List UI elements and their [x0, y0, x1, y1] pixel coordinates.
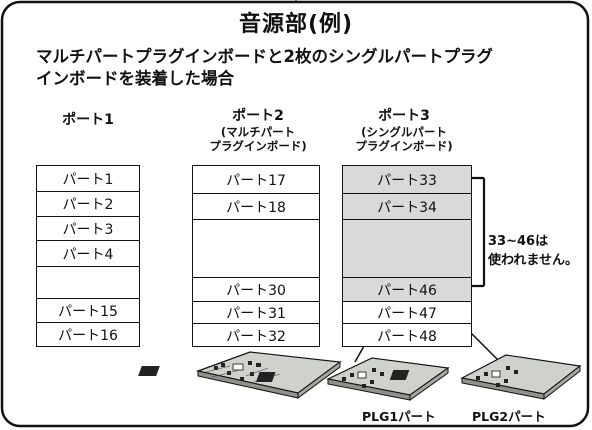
diagram-subtitle: マルチパートプラグインボードと2枚のシングルパートプラグ インボードを装着した場…	[36, 46, 493, 90]
port1-header: ポート1	[62, 112, 114, 128]
unused-parts-note: 33~46は 使われません。	[488, 232, 578, 270]
port1-cell: パート3	[37, 217, 139, 241]
port3-unused-cell: パート46	[343, 278, 471, 302]
port3-part-table: パート33 パート34 パート46 パート47 パート48	[342, 165, 472, 347]
port2-subtitle-line-2: プラグインボード)	[209, 139, 307, 153]
port1-cell: パート15	[37, 299, 139, 323]
port1-gap-cell	[37, 267, 139, 299]
port2-gap-cell	[193, 220, 319, 278]
port1-cell: パート1	[37, 166, 139, 192]
multipart-plugin-board-icon	[138, 351, 342, 399]
note-line-2: 使われません。	[488, 253, 578, 268]
port2-part-table: パート17 パート18 パート30 パート31 パート32	[192, 165, 320, 347]
plg2-caption: PLG2パート	[472, 409, 546, 424]
port1-part-table: パート1 パート2 パート3 パート4 パート15 パート16	[36, 165, 140, 347]
port1-cell: パート16	[58, 328, 118, 344]
subtitle-line-1: マルチパートプラグインボードと2枚のシングルパートプラグ	[36, 47, 493, 66]
subtitle-line-2: インボードを装着した場合	[36, 69, 234, 88]
port3-subtitle-line-1: (シングルパート	[361, 125, 447, 139]
port2-cell: パート18	[193, 194, 319, 220]
port3-gap-cell	[343, 220, 471, 278]
port3-header: ポート3	[378, 108, 430, 124]
port1-cell: パート4	[37, 241, 139, 267]
port1-cell: パート2	[37, 192, 139, 217]
port3-unused-cell: パート34	[343, 194, 471, 220]
port2-cell: パート32	[226, 328, 286, 345]
plg2-plugin-board-icon	[389, 354, 582, 401]
port3-subtitle-line-2: プラグインボード)	[355, 139, 453, 153]
port2-subtitle-line-1: (マルチパート	[220, 125, 296, 139]
port3-cell: パート47	[343, 302, 471, 324]
plg1-plugin-board-icon	[255, 357, 450, 401]
port2-cell: パート30	[193, 278, 319, 302]
port2-header: ポート2	[232, 108, 284, 124]
port3-unused-cell: パート33	[343, 166, 471, 194]
diagram-title: 音源部(例)	[238, 12, 354, 37]
port2-cell: パート31	[193, 302, 319, 324]
port2-cell: パート17	[193, 166, 319, 194]
port3-cell: パート48	[377, 328, 437, 345]
plg1-caption: PLG1パート	[362, 409, 436, 424]
note-line-1: 33~46は	[488, 234, 549, 249]
